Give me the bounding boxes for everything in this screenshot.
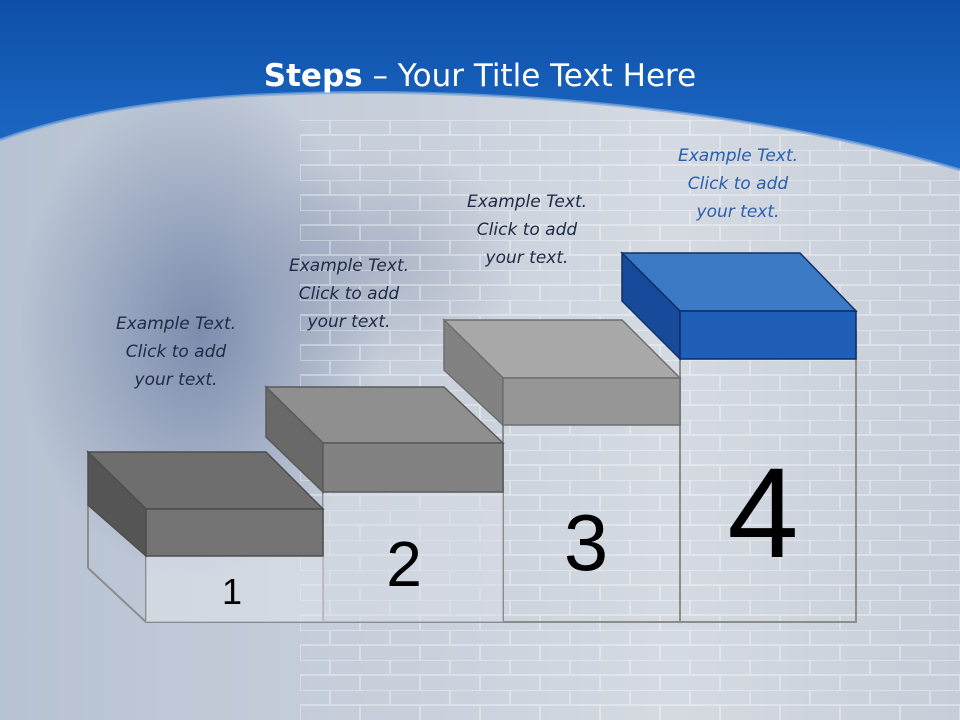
- step-1-block[interactable]: [86, 450, 325, 558]
- step-4-number: 4: [727, 442, 798, 585]
- step-2-number: 2: [386, 528, 422, 600]
- title-bold-part: Steps: [263, 58, 363, 94]
- step-1-panel: [146, 556, 323, 622]
- step-4-text[interactable]: Example Text. Click to add your text.: [677, 146, 799, 222]
- step-3-text[interactable]: Example Text. Click to add your text.: [466, 192, 588, 268]
- step-1-text[interactable]: Example Text. Click to add your text.: [115, 314, 237, 390]
- title-rest-part: – Your Title Text Here: [362, 58, 697, 94]
- step-3-number: 3: [564, 498, 609, 587]
- slide-title[interactable]: Steps – Your Title Text Here: [0, 56, 960, 96]
- step-3-block[interactable]: [442, 318, 682, 427]
- header-band: [0, 0, 960, 172]
- step-1-number: 1: [222, 571, 242, 612]
- step-2-block[interactable]: [264, 385, 505, 494]
- step-2-panel: [323, 492, 503, 622]
- step-2-text[interactable]: Example Text. Click to add your text.: [288, 256, 410, 332]
- step-4-block[interactable]: [620, 251, 858, 361]
